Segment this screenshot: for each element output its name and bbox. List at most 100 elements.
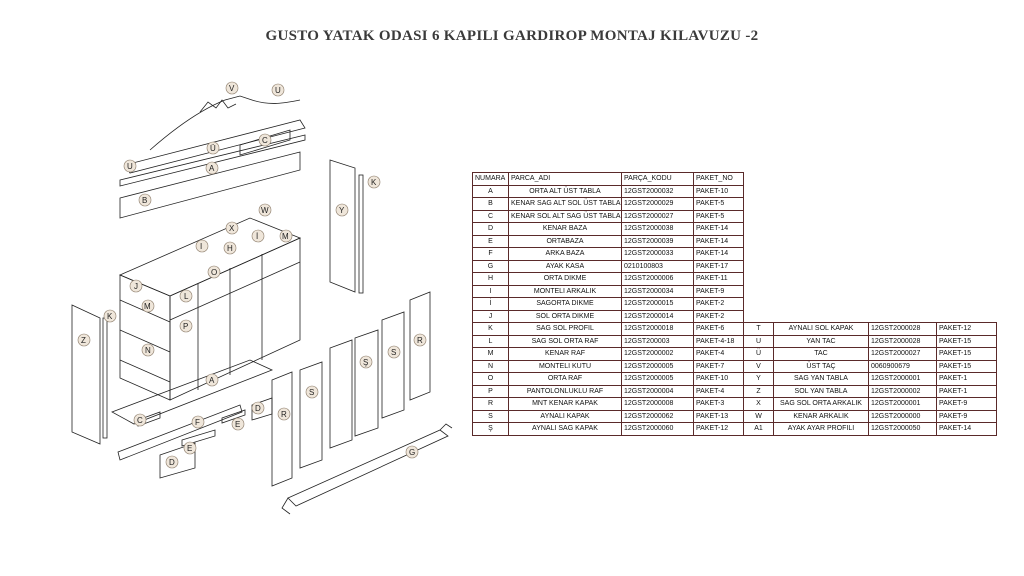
- svg-text:M: M: [144, 302, 151, 311]
- part-name: MONTELI KUTU: [508, 359, 622, 373]
- package-no: PAKET-14: [693, 234, 744, 248]
- empty-cell: [744, 235, 774, 248]
- empty-cell: [774, 235, 869, 248]
- svg-text:Ü: Ü: [210, 144, 216, 153]
- label-c-bottom: C: [133, 413, 147, 427]
- empty-cell: [774, 185, 869, 198]
- part-number: F: [472, 247, 509, 261]
- part-code: 12GST2000062: [621, 409, 694, 423]
- part-code: 12GST2000006: [621, 272, 694, 286]
- empty-cell: [774, 223, 869, 236]
- part-name: AYNALI SAG KAPAK: [508, 422, 622, 436]
- package-no: PAKET-12: [936, 322, 997, 336]
- svg-text:A: A: [209, 164, 215, 173]
- door-s-1: [299, 361, 323, 469]
- svg-text:D: D: [169, 458, 175, 467]
- label-m-right: M: [279, 229, 293, 243]
- package-no: PAKET-12: [693, 422, 744, 436]
- part-code: 12GST2000001: [868, 397, 937, 411]
- part-code: 12GST2000032: [621, 184, 694, 198]
- empty-cell: [774, 285, 869, 298]
- part-number: M: [472, 347, 509, 361]
- empty-cell: [937, 248, 997, 261]
- part-name: SAG YAN TABLA: [773, 372, 869, 386]
- part-number: Y: [743, 372, 774, 386]
- label-w: W: [258, 203, 272, 217]
- part-number: A1: [743, 422, 774, 436]
- empty-cell: [937, 273, 997, 286]
- label-u-top: U: [271, 83, 285, 97]
- door-s-2: [381, 311, 405, 419]
- part-code: 12GST2000033: [621, 247, 694, 261]
- label-i: I: [195, 239, 209, 253]
- part-name: ARKA BAZA: [508, 247, 622, 261]
- svg-text:U: U: [275, 86, 281, 95]
- package-no: PAKET-15: [936, 359, 997, 373]
- svg-text:Y: Y: [339, 206, 345, 215]
- package-no: PAKET-15: [936, 334, 997, 348]
- label-s-right: S: [387, 345, 401, 359]
- empty-cell: [937, 198, 997, 211]
- package-no: PAKET-2: [693, 309, 744, 323]
- empty-cell: [937, 298, 997, 311]
- side-panel-y: [329, 159, 356, 293]
- svg-text:G: G: [409, 448, 415, 457]
- empty-cell: [869, 248, 937, 261]
- empty-cell: [869, 235, 937, 248]
- part-code: 12GST2000001: [868, 372, 937, 386]
- header-cell: PAKET_NO: [693, 172, 744, 186]
- part-number: B: [472, 197, 509, 211]
- svg-text:C: C: [137, 416, 143, 425]
- package-no: PAKET-9: [693, 284, 744, 298]
- part-number: L: [472, 334, 509, 348]
- label-n: N: [141, 343, 155, 357]
- header-cell: NUMARA: [472, 172, 509, 186]
- label-d-left: D: [165, 455, 179, 469]
- part-name: AYNALI KAPAK: [508, 409, 622, 423]
- empty-cell: [869, 223, 937, 236]
- part-name: SAG SOL PROFIL: [508, 322, 622, 336]
- svg-text:S: S: [391, 348, 396, 357]
- label-k-left: K: [103, 309, 117, 323]
- label-j: J: [129, 279, 143, 293]
- empty-cell: [744, 185, 774, 198]
- part-code: 0060900679: [868, 359, 937, 373]
- svg-text:Ş: Ş: [363, 358, 368, 367]
- svg-text:İ: İ: [256, 232, 258, 241]
- empty-cell: [774, 298, 869, 311]
- package-no: PAKET-3: [693, 397, 744, 411]
- top-board-b: [119, 151, 301, 219]
- label-v: V: [225, 81, 239, 95]
- door-t: [329, 339, 353, 449]
- part-number: G: [472, 259, 509, 273]
- package-no: PAKET-7: [693, 359, 744, 373]
- svg-text:V: V: [229, 84, 235, 93]
- empty-cell: [937, 210, 997, 223]
- carcass-top: [118, 217, 302, 297]
- empty-cell: [774, 310, 869, 323]
- part-name: ORTA ALT ÜST TABLA: [508, 184, 622, 198]
- package-no: PAKET-9: [936, 409, 997, 423]
- part-number: A: [472, 184, 509, 198]
- svg-text:I: I: [200, 242, 202, 251]
- empty-cell: [869, 173, 937, 186]
- part-name: TAC: [773, 347, 869, 361]
- empty-cell: [744, 273, 774, 286]
- svg-text:N: N: [145, 346, 151, 355]
- part-code: 12GST2000005: [621, 372, 694, 386]
- part-name: KENAR BAZA: [508, 222, 622, 236]
- empty-cell: [937, 223, 997, 236]
- empty-cell: [774, 173, 869, 186]
- part-name: KENAR RAF: [508, 347, 622, 361]
- part-number: N: [472, 359, 509, 373]
- empty-cell: [774, 248, 869, 261]
- part-code: 12GST2000014: [621, 309, 694, 323]
- part-code: 12GST2000002: [621, 347, 694, 361]
